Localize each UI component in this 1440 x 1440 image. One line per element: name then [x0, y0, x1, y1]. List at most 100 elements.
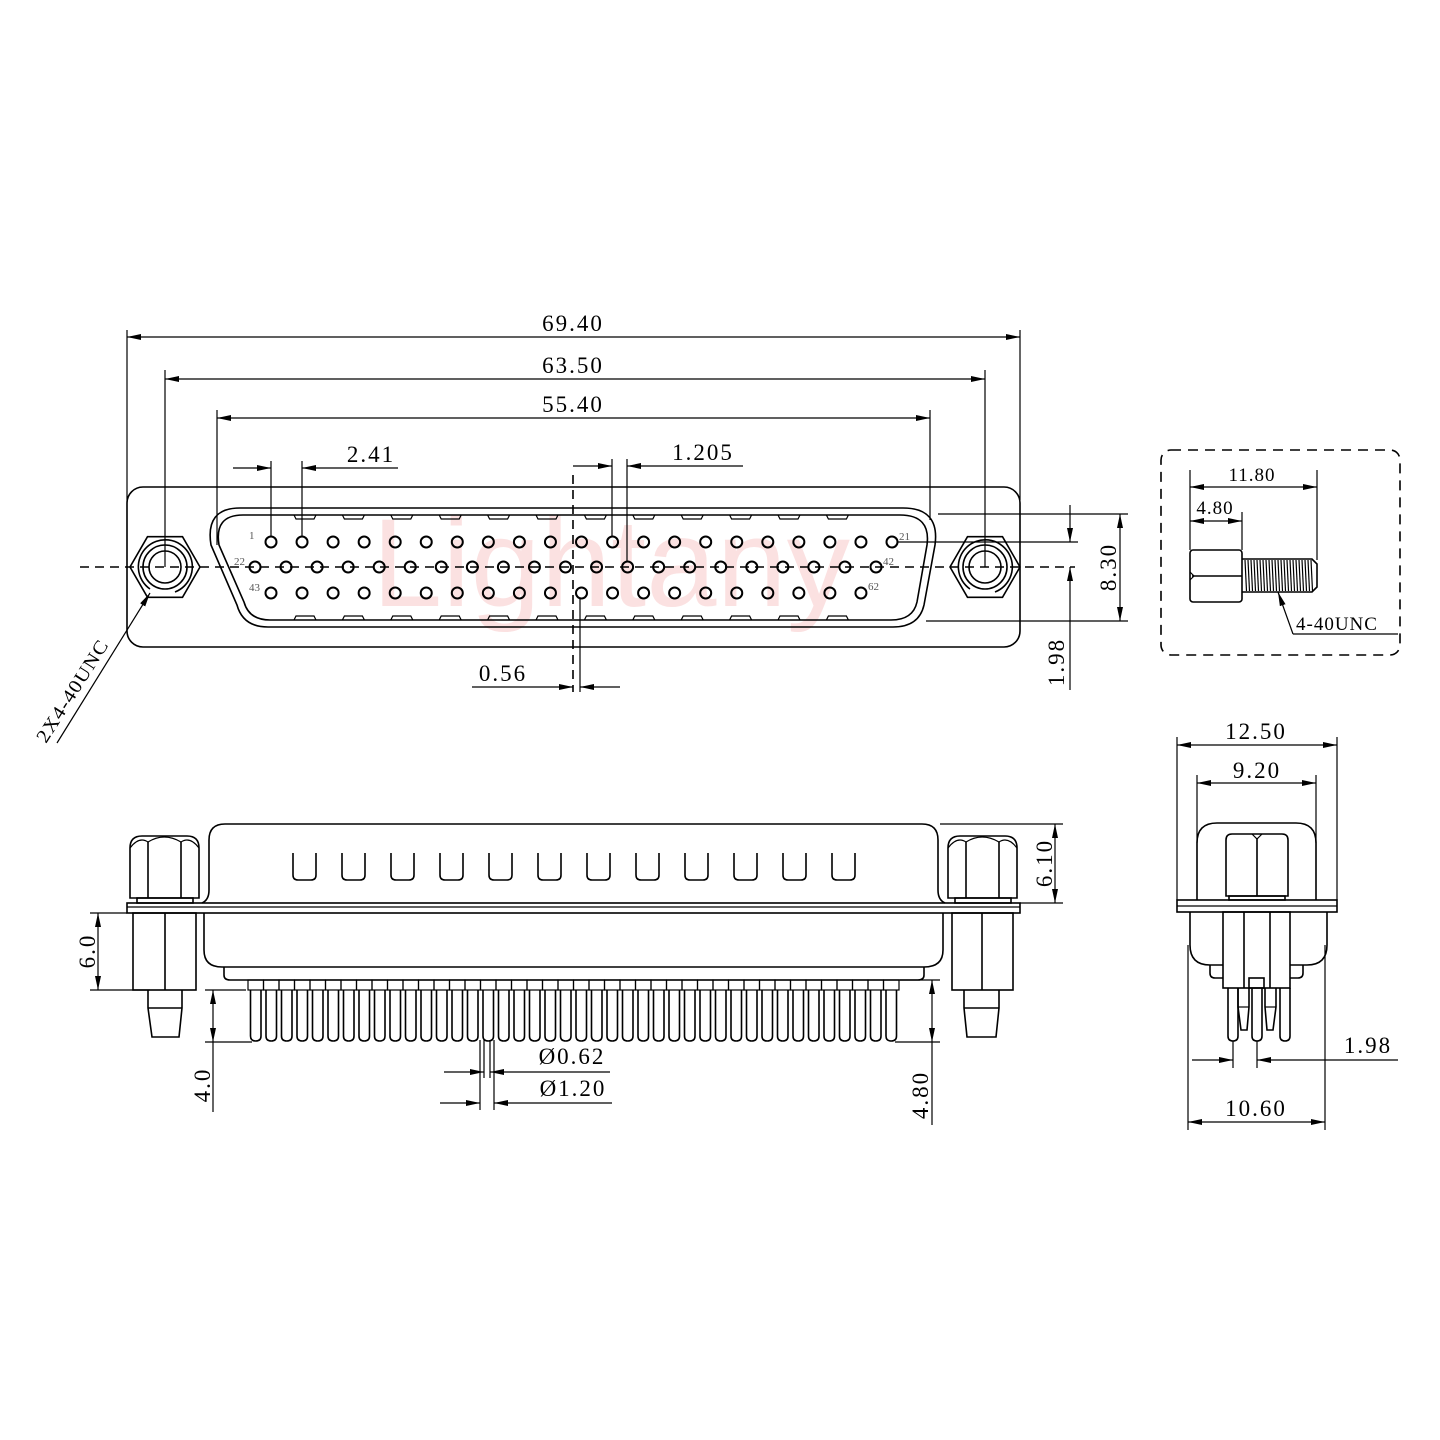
dimension-flange-width: 69.40	[126, 311, 1021, 500]
dimension-pin-pitch: 2.41	[233, 442, 398, 537]
pin-tail	[466, 990, 479, 1042]
pin-label-22: 22	[234, 556, 245, 568]
pin-contact	[776, 560, 790, 574]
dimension-label: Ø1.20	[540, 1076, 607, 1101]
pin-tail	[714, 990, 727, 1042]
dimension-base-depth: 10.60	[1187, 945, 1326, 1130]
shell-slot	[831, 853, 856, 881]
pin-tail	[559, 990, 572, 1042]
pin-contact	[419, 586, 433, 600]
pin-contact	[264, 586, 278, 600]
pin-contact	[310, 560, 324, 574]
pin-contact	[823, 535, 837, 549]
pin-contact	[854, 535, 868, 549]
dimension-shell-depth: 9.20	[1196, 758, 1317, 843]
pin-label-21: 21	[899, 531, 910, 543]
dimension-label: 12.50	[1225, 719, 1287, 744]
shell-slot	[292, 853, 317, 881]
pin-contact	[295, 535, 309, 549]
shell-dimple	[438, 615, 462, 621]
pin-tail	[528, 990, 541, 1042]
pin-contact	[792, 535, 806, 549]
dimension-pin-total-length: 4.80	[895, 979, 940, 1125]
pin-contact	[248, 560, 262, 574]
pin-contact	[341, 560, 355, 574]
pin-tail	[621, 990, 634, 1042]
shell-dimple	[680, 615, 704, 621]
pin-tail	[280, 990, 293, 1042]
pin-contact	[450, 586, 464, 600]
pin-label-62: 62	[868, 581, 879, 593]
screw-detail-view: 11.80 4.80 4-40UNC	[1160, 449, 1401, 656]
dimension-mounting-hole-spacing: 63.50	[164, 353, 986, 567]
dimension-contact-diameter: Ø1.20	[440, 1040, 612, 1110]
pin-tail	[296, 990, 309, 1042]
pin-contact	[372, 560, 386, 574]
pin-contact	[668, 586, 682, 600]
dimension-label: 10.60	[1225, 1096, 1287, 1121]
shell-dimple	[293, 615, 317, 621]
dimension-label: 6.0	[75, 934, 100, 969]
pin-contact	[512, 535, 526, 549]
contact-block	[293, 979, 311, 991]
dimension-label: 8.30	[1096, 543, 1121, 591]
pin-contact	[885, 535, 899, 549]
dimension-label: 55.40	[542, 392, 604, 417]
pin-tail	[807, 990, 820, 1042]
pin-contact	[823, 586, 837, 600]
pin-contact	[357, 586, 371, 600]
dimension-label: Ø0.62	[539, 1044, 606, 1069]
end-pins-icon	[1227, 988, 1291, 1042]
pin-tail	[730, 990, 743, 1042]
shell-slot	[733, 853, 758, 881]
pin-tail	[420, 990, 433, 1042]
pin-tail	[637, 990, 650, 1042]
pin-tail	[389, 990, 402, 1042]
pin-tail	[652, 990, 665, 1042]
pin-tail	[699, 990, 712, 1042]
dimension-label: 0.56	[479, 661, 527, 686]
shell-dimple	[825, 514, 849, 520]
pin-tail	[854, 990, 867, 1042]
dimension-hex-length: 4.80	[1190, 498, 1243, 550]
pin-contact	[730, 535, 744, 549]
contact-block	[309, 979, 327, 991]
contact-block	[572, 979, 590, 991]
contact-block	[479, 979, 497, 991]
pin-tail	[404, 990, 417, 1042]
contact-block	[371, 979, 389, 991]
dimension-shell-height: 8.30	[926, 513, 1128, 622]
contact-block	[851, 979, 869, 991]
pin-tail	[823, 990, 836, 1042]
dimension-shell-height: 6.10	[940, 823, 1063, 904]
shell-dimple	[729, 514, 753, 520]
pin-contact	[264, 535, 278, 549]
dimension-label: 63.50	[542, 353, 604, 378]
pin-contact	[512, 586, 526, 600]
d-shell-outer	[209, 507, 937, 628]
contact-block	[557, 979, 575, 991]
pin-tail	[435, 990, 448, 1042]
shell-slot	[341, 853, 366, 881]
contact-block	[603, 979, 621, 991]
pin-contact	[575, 586, 588, 600]
contact-block	[820, 979, 838, 991]
contact-block	[681, 979, 699, 991]
shell-dimple	[632, 615, 656, 621]
side-shell-top	[201, 823, 946, 904]
shell-dimple	[729, 615, 753, 621]
right-standoff-icon	[951, 912, 1014, 1038]
side-shell-body	[203, 913, 944, 968]
contact-block	[541, 979, 559, 991]
contact-block	[417, 979, 435, 991]
dimension-label: 1.205	[672, 440, 734, 465]
shell-dimple	[293, 514, 317, 520]
pin-contact	[730, 586, 744, 600]
dimension-pin-row-spacing: 1.98	[1192, 1033, 1398, 1068]
dimension-row-stagger: 1.205	[573, 440, 743, 562]
dimension-center-offset: 0.56	[472, 598, 620, 692]
detail-frame	[1160, 449, 1401, 656]
shell-slot	[390, 853, 415, 881]
pin-tail	[745, 990, 758, 1042]
shell-dimple	[632, 514, 656, 520]
